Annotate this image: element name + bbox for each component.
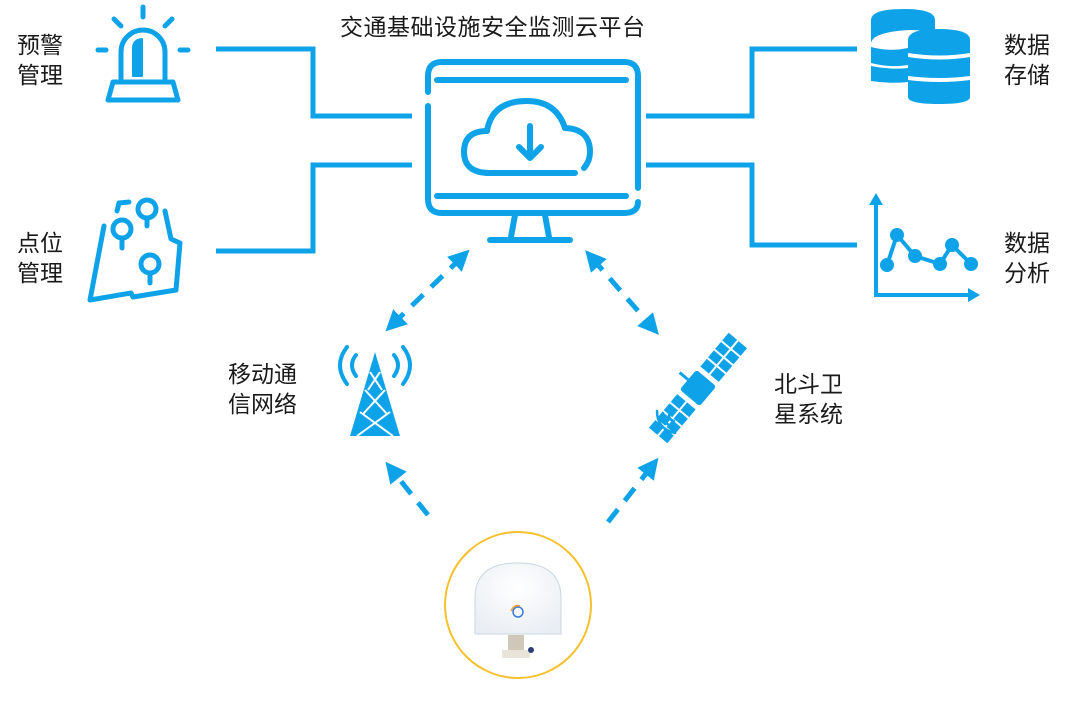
label-alert-management: 预警管理 — [17, 31, 63, 91]
link-device-beidou — [606, 457, 659, 524]
satellite-icon — [648, 332, 748, 444]
label-line: 预警 — [17, 33, 63, 59]
label-line: 移动通 — [228, 362, 297, 388]
map-pins-icon — [87, 197, 183, 303]
label-line: 存储 — [1004, 63, 1050, 89]
link-platform-beidou — [585, 250, 659, 335]
connector-alert — [216, 46, 412, 119]
label-data-analysis: 数据分析 — [1004, 229, 1050, 289]
gnss-receiver-icon — [444, 531, 592, 679]
label-line: 管理 — [17, 63, 63, 89]
cell-tower-icon — [338, 345, 412, 437]
label-line: 北斗卫 — [774, 372, 843, 398]
database-icon — [871, 9, 970, 104]
page-title: 交通基础设施安全监测云平台 — [340, 15, 646, 41]
connector-points — [216, 162, 412, 254]
label-mobile-network: 移动通信网络 — [228, 360, 297, 420]
link-platform-mobile — [385, 249, 470, 332]
alarm-siren-icon — [95, 4, 191, 103]
label-line: 星系统 — [774, 402, 843, 428]
satellite-signal-icon — [655, 409, 677, 435]
label-line: 管理 — [17, 261, 63, 287]
connector-storage — [646, 46, 857, 119]
label-line: 数据 — [1004, 231, 1050, 257]
label-line: 数据 — [1004, 33, 1050, 59]
cloud-monitor-icon — [425, 59, 641, 243]
label-line: 分析 — [1004, 261, 1050, 287]
label-beidou-system: 北斗卫星系统 — [774, 370, 843, 430]
connector-analysis — [646, 162, 857, 248]
line-chart-icon — [869, 193, 980, 302]
label-point-management: 点位管理 — [17, 229, 63, 289]
label-line: 点位 — [17, 231, 63, 257]
label-line: 信网络 — [228, 392, 297, 418]
link-device-mobile — [385, 461, 430, 517]
label-data-storage: 数据存储 — [1004, 31, 1050, 91]
